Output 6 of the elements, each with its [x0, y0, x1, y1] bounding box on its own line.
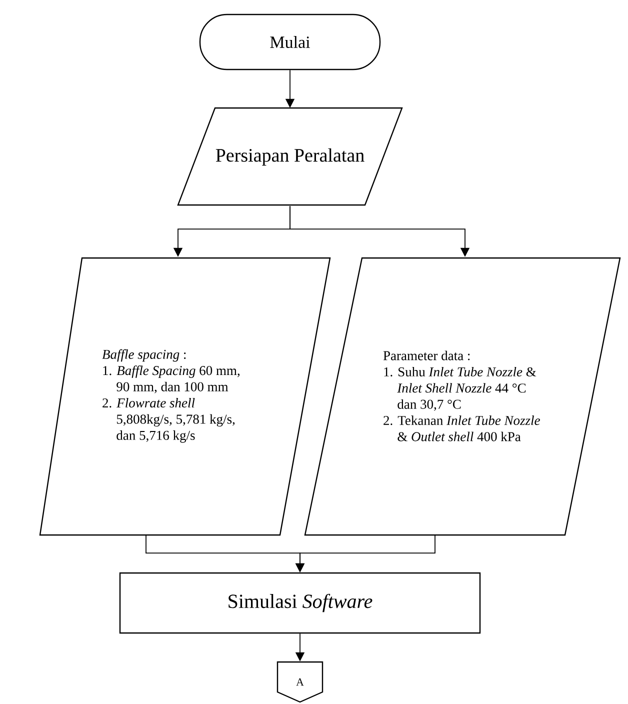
start-terminator: Mulai	[199, 14, 381, 70]
process-box: Simulasi Software	[119, 572, 481, 634]
off-page-connector: A	[276, 661, 324, 703]
input-parallelogram: Baffle spacing : 1. Baffle Spacing 60 mm, 90 mm, dan 100 mm 2. Flowrate shell 5,808kg/s, 5,781 kg/s, dan 5,716 kg/s	[39, 257, 331, 536]
input-parallelogram: Persiapan Peralatan	[177, 107, 403, 206]
input-parallelogram: Parameter data : 1. Suhu Inlet Tube Nozzle & Inlet Shell Nozzle 44 °C dan 30,7 °C 2. Tekanan Inlet Tube Nozzle & Outlet shell 400 kPa	[304, 257, 621, 536]
